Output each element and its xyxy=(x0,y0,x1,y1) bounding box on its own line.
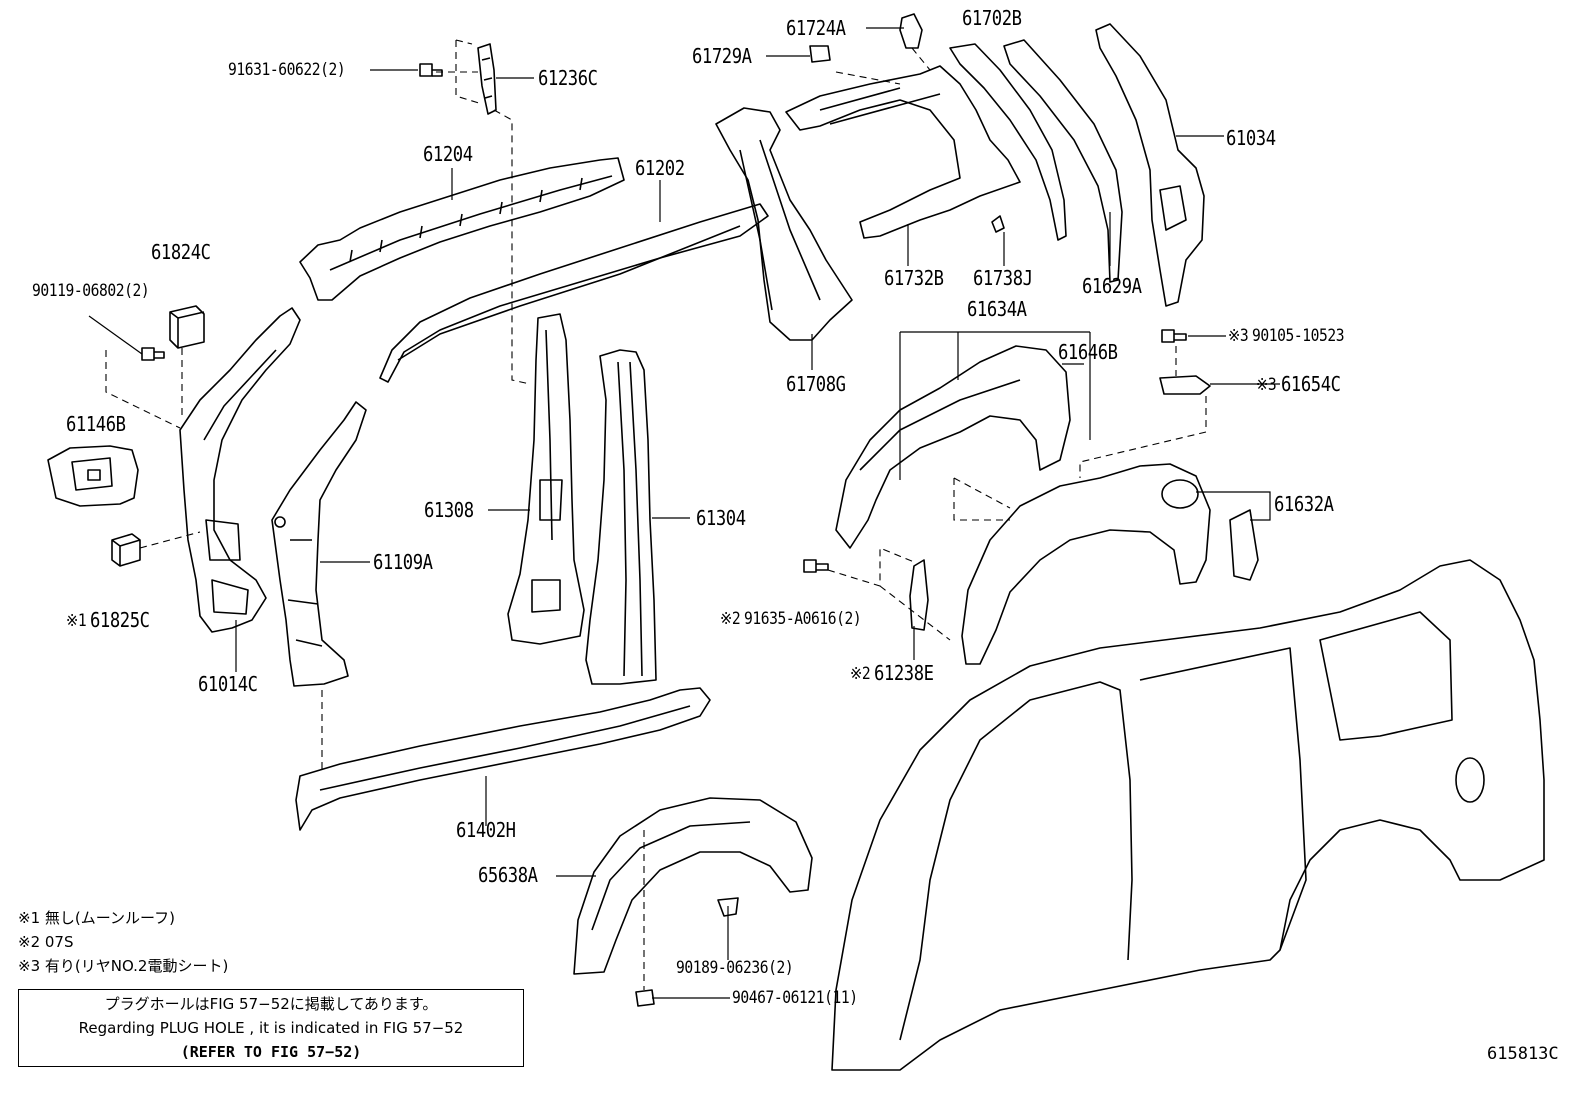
label-61629A: 61629A xyxy=(1082,274,1142,298)
label-61632A: 61632A xyxy=(1274,492,1334,516)
part-61202 xyxy=(379,203,769,383)
part-61236C xyxy=(477,43,497,115)
part-90189-clip xyxy=(717,897,739,917)
label-61724A: 61724A xyxy=(786,16,846,40)
part-61629A xyxy=(1003,39,1123,283)
part-61632A xyxy=(961,463,1259,665)
part-61109A xyxy=(271,401,367,687)
mark-91635: ※2 xyxy=(720,609,741,629)
part-61034 xyxy=(1095,23,1205,307)
part-61708G xyxy=(715,65,1021,341)
label-90189-06236: 90189-06236(2) xyxy=(676,958,794,978)
part-61014C xyxy=(179,307,301,633)
label-61646B: 61646B xyxy=(1058,340,1118,364)
part-61702B xyxy=(949,43,1067,241)
part-61304 xyxy=(585,349,657,685)
label-61204: 61204 xyxy=(423,142,473,166)
label-61304: 61304 xyxy=(696,506,746,530)
mark-61825C: ※1 xyxy=(66,611,87,631)
part-61402H xyxy=(295,687,711,831)
part-91631-bolt xyxy=(419,63,443,77)
part-90119-bolt xyxy=(141,347,165,361)
label-61729A: 61729A xyxy=(692,44,752,68)
label-61236C: 61236C xyxy=(538,66,598,90)
label-61825C: 61825C xyxy=(90,608,150,632)
label-61146B: 61146B xyxy=(66,412,126,436)
refbox-line-jp: プラグホールはFIG 57−52に掲載してあります。 xyxy=(104,995,438,1013)
part-61634A xyxy=(835,345,1071,549)
part-61146B xyxy=(47,445,139,507)
label-61654C: 61654C xyxy=(1281,372,1341,396)
label-61702B: 61702B xyxy=(962,6,1022,30)
footnote-3: ※3 有り(リヤNO.2電動シート) xyxy=(18,957,229,975)
leader-lines xyxy=(88,27,1280,999)
footnote-2: ※2 07S xyxy=(18,933,74,951)
label-61738J: 61738J xyxy=(973,266,1033,290)
part-61724A xyxy=(899,13,923,49)
refbox-line-refer: (REFER TO FIG 57−52) xyxy=(180,1043,362,1061)
part-61824C xyxy=(169,305,205,349)
label-65638A: 65638A xyxy=(478,863,538,887)
label-61634A: 61634A xyxy=(967,297,1027,321)
plug-hole-reference-box: プラグホールはFIG 57−52に掲載してあります。 Regarding PLU… xyxy=(18,989,524,1067)
part-65638A xyxy=(573,797,813,975)
label-61732B: 61732B xyxy=(884,266,944,290)
label-61308: 61308 xyxy=(424,498,474,522)
label-61238E: 61238E xyxy=(874,661,934,685)
part-61825C xyxy=(111,533,141,567)
part-90467-clip xyxy=(635,989,655,1007)
mark-90105: ※3 xyxy=(1228,326,1249,346)
label-91635-A0616: 91635-A0616(2) xyxy=(744,609,862,629)
label-90119-06802: 90119-06802(2) xyxy=(32,281,150,301)
label-61202: 61202 xyxy=(635,156,685,180)
label-90467-06121: 90467-06121(11) xyxy=(732,988,858,1008)
part-61738J xyxy=(991,215,1005,233)
part-body-side-outer xyxy=(831,559,1545,1071)
footnote-1: ※1 無し(ムーンルーフ) xyxy=(18,909,175,927)
label-91631-60622: 91631-60622(2) xyxy=(228,60,346,80)
label-61014C: 61014C xyxy=(198,672,258,696)
label-61109A: 61109A xyxy=(373,550,433,574)
part-61729A xyxy=(809,45,831,63)
figure-id: 615813C xyxy=(1487,1044,1559,1064)
label-61402H: 61402H xyxy=(456,818,516,842)
refbox-line-en: Regarding PLUG HOLE , it is indicated in… xyxy=(78,1019,464,1037)
part-91635-bolt xyxy=(803,559,829,573)
part-61204 xyxy=(299,157,625,301)
label-61824C: 61824C xyxy=(151,240,211,264)
label-90105-10523: 90105-10523 xyxy=(1252,326,1345,346)
assembly-lines xyxy=(105,39,1207,990)
label-61708G: 61708G xyxy=(786,372,846,396)
part-61238E xyxy=(909,559,929,631)
label-61034: 61034 xyxy=(1226,126,1276,150)
mark-61238E: ※2 xyxy=(850,664,871,684)
part-61654C xyxy=(1159,375,1211,395)
part-90105-bolt xyxy=(1161,329,1187,343)
part-61308 xyxy=(507,313,585,645)
mark-61654C: ※3 xyxy=(1256,375,1277,395)
